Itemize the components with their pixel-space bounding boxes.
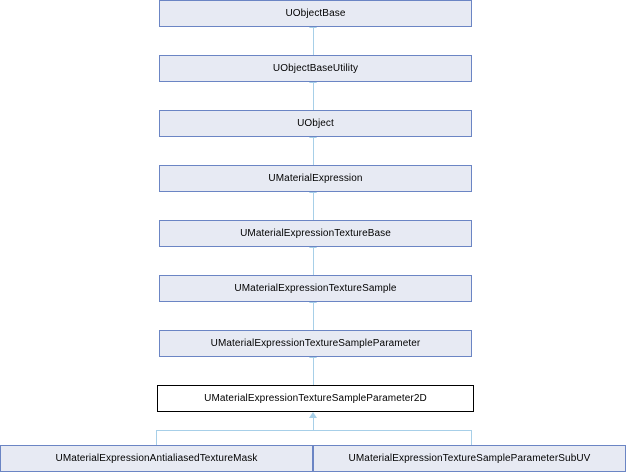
edge-line-drop-parametersubuv [471, 430, 472, 445]
edge-line-children-bus [156, 430, 472, 431]
edge-line-texturebase-to-umaterialexpression [313, 192, 314, 220]
edge-line-children-stem [313, 418, 314, 430]
node-label-umaterialexpressiontexturesampleparameter2d: UMaterialExpressionTextureSampleParamete… [204, 393, 427, 404]
node-umaterialexpressiontexturesample[interactable]: UMaterialExpressionTextureSample [159, 275, 472, 302]
node-umaterialexpressiontexturesampleparameter2d[interactable]: UMaterialExpressionTextureSampleParamete… [157, 385, 474, 412]
node-label-uobject: UObject [297, 118, 334, 129]
edge-arrowhead-children-to-parameter2d [309, 412, 317, 418]
node-label-umaterialexpressiontexturesample: UMaterialExpressionTextureSample [234, 283, 397, 294]
edge-line-umaterialexpression-to-uobject [313, 137, 314, 165]
edge-line-drop-antialiasedtexturemask [156, 430, 157, 445]
node-umaterialexpression[interactable]: UMaterialExpression [159, 165, 472, 192]
node-label-umaterialexpressiontexturebase: UMaterialExpressionTextureBase [240, 228, 391, 239]
edge-line-parameter-to-texturesample [313, 302, 314, 330]
edge-line-texturesample-to-texturebase [313, 247, 314, 275]
node-uobjectbase[interactable]: UObjectBase [159, 0, 472, 27]
node-umaterialexpressiontexturebase[interactable]: UMaterialExpressionTextureBase [159, 220, 472, 247]
node-umaterialexpressiontexturesampleparametersubuv[interactable]: UMaterialExpressionTextureSampleParamete… [313, 445, 626, 472]
node-label-umaterialexpressionantialiasedtexturemask: UMaterialExpressionAntialiasedTextureMas… [55, 453, 258, 464]
node-label-umaterialexpressiontexturesampleparameter: UMaterialExpressionTextureSampleParamete… [210, 338, 421, 349]
edge-line-uobject-to-uobjectbaseutility [313, 82, 314, 110]
node-label-uobjectbase: UObjectBase [285, 8, 346, 19]
edge-line-parameter2d-to-parameter [313, 357, 314, 385]
node-label-umaterialexpressiontexturesampleparametersubuv: UMaterialExpressionTextureSampleParamete… [348, 453, 591, 464]
node-uobject[interactable]: UObject [159, 110, 472, 137]
node-umaterialexpressionantialiasedtexturemask[interactable]: UMaterialExpressionAntialiasedTextureMas… [0, 445, 313, 472]
node-uobjectbaseutility[interactable]: UObjectBaseUtility [159, 55, 472, 82]
edge-line-uobjectbaseutility-to-uobjectbase [313, 27, 314, 55]
node-label-uobjectbaseutility: UObjectBaseUtility [272, 63, 359, 74]
node-label-umaterialexpression: UMaterialExpression [268, 173, 363, 184]
node-umaterialexpressiontexturesampleparameter[interactable]: UMaterialExpressionTextureSampleParamete… [159, 330, 472, 357]
